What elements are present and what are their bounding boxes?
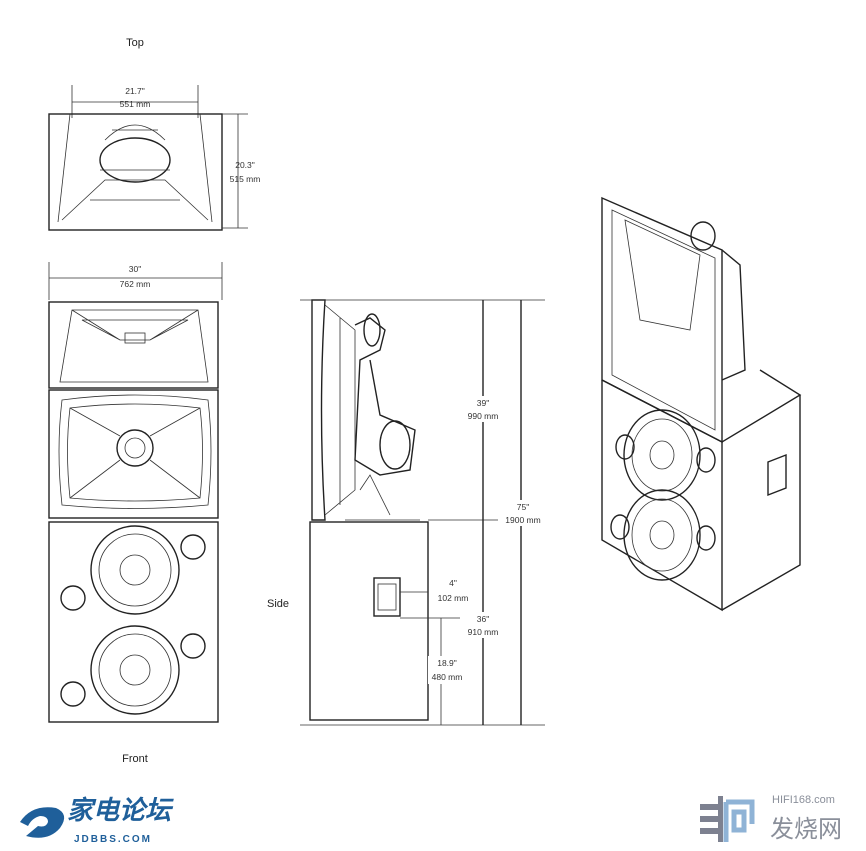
top-view: Top 21.7" 551 mm 20.3" 515 mm <box>48 37 261 231</box>
top-view-title: Top <box>126 37 144 49</box>
top-width-in: 21.7" <box>125 86 145 96</box>
front-view-title: Front <box>122 753 148 765</box>
handle-offset-in: 4" <box>449 578 457 588</box>
jdbbs-watermark: 家电论坛 JDBBS.COM <box>12 796 212 848</box>
upper-height-in: 39" <box>477 398 489 408</box>
handle-height-in: 18.9" <box>437 658 457 668</box>
front-width-mm: 762 mm <box>120 279 151 289</box>
hifi168-cn-text: 发烧网 <box>770 815 842 843</box>
jdbbs-en-text: JDBBS.COM <box>74 834 153 845</box>
side-view-title: Side <box>267 598 289 610</box>
top-depth-in: 20.3" <box>235 160 255 170</box>
hifi168-en-text: HIFI168.com <box>772 794 835 806</box>
top-depth-mm: 515 mm <box>230 174 261 184</box>
total-height-in: 75" <box>517 502 529 512</box>
front-view: 30" 762 mm Front <box>48 262 223 765</box>
top-width-mm: 551 mm <box>120 99 151 109</box>
front-width-in: 30" <box>129 264 141 274</box>
total-height-mm: 1900 mm <box>505 515 540 525</box>
hifi168-logo-icon <box>700 796 755 842</box>
perspective-view <box>601 196 802 612</box>
jdbbs-logo-icon <box>20 807 65 838</box>
handle-height-mm: 480 mm <box>432 672 463 682</box>
upper-height-mm: 990 mm <box>468 411 499 421</box>
handle-offset-mm: 102 mm <box>438 593 469 603</box>
jdbbs-cn-text: 家电论坛 <box>67 796 172 826</box>
hifi168-watermark: HIFI168.com 发烧网 <box>690 794 860 848</box>
lower-height-in: 36" <box>477 614 489 624</box>
lower-height-mm: 910 mm <box>468 627 499 637</box>
side-view: Side 39" 990 mm 75" 1900 mm 36" 910 mm 4… <box>267 299 545 726</box>
